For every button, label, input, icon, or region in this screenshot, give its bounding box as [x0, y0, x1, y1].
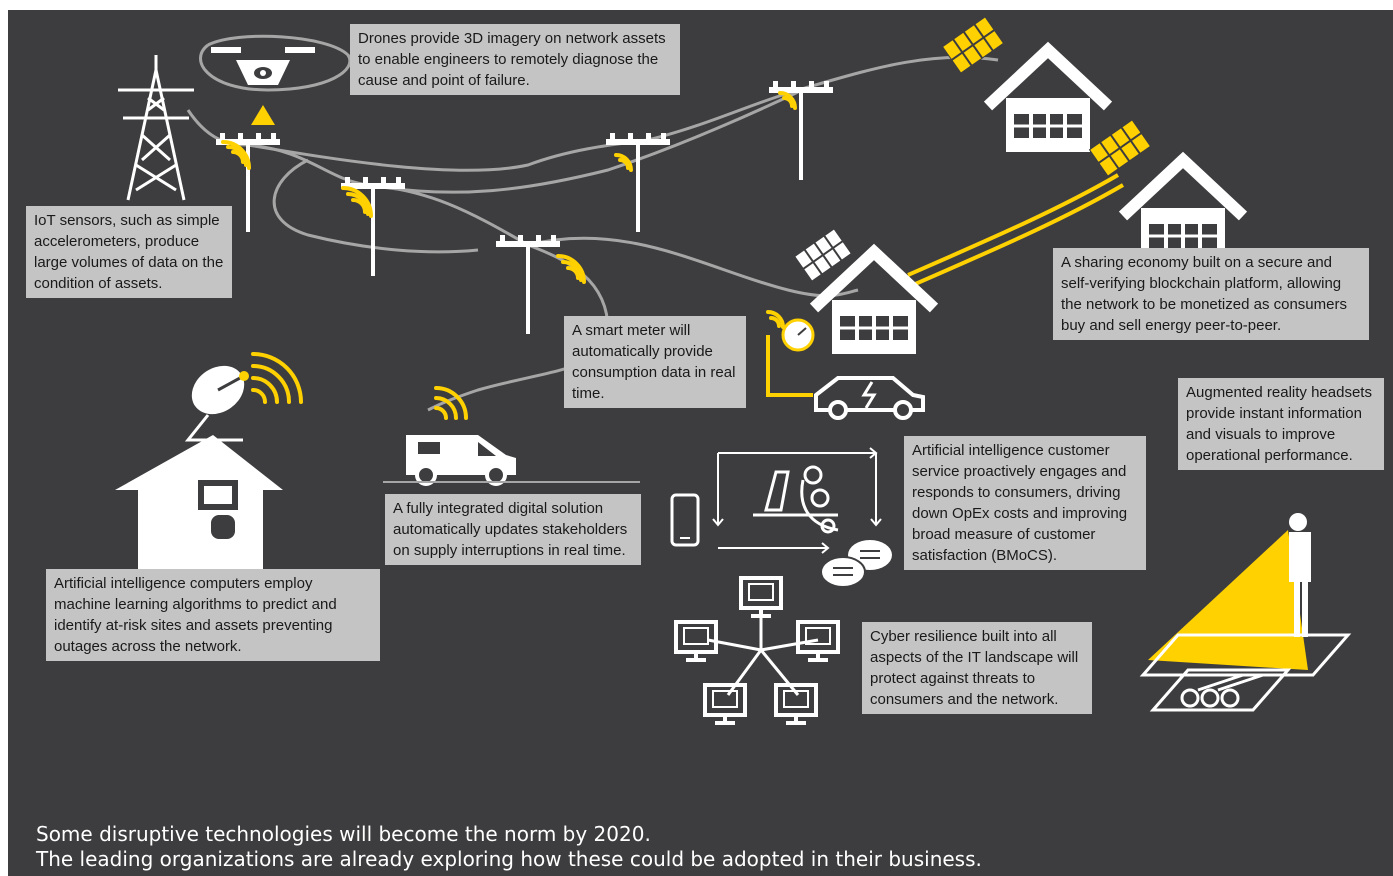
- footer-line-2: The leading organizations are already ex…: [36, 847, 982, 871]
- mobile-phone-icon: [670, 493, 700, 547]
- augmented-reality-callout-text: Augmented reality headsets provide insta…: [1186, 384, 1372, 464]
- ai-computers-callout: Artificial intelligence computers employ…: [46, 569, 380, 661]
- drones-callout: Drones provide 3D imagery on network ass…: [350, 24, 680, 95]
- iot-sensors-callout: IoT sensors, such as simple acceleromete…: [26, 206, 232, 298]
- satellite-dish-icon: [184, 365, 249, 442]
- drone-icon: [211, 47, 315, 125]
- energy-sharing-lines: [766, 173, 1125, 397]
- ai-customer-service-callout: Artificial intelligence customer service…: [904, 436, 1146, 570]
- footer-caption: Some disruptive technologies will become…: [36, 822, 982, 872]
- augmented-reality-callout: Augmented reality headsets provide insta…: [1178, 378, 1384, 470]
- wireless-signal-icon: [221, 91, 797, 420]
- computer-network-icon: [674, 576, 840, 725]
- customer-service-agent-icon: [753, 465, 839, 534]
- drones-callout-text: Drones provide 3D imagery on network ass…: [358, 30, 666, 89]
- customer-service-flow-icon: [712, 447, 882, 554]
- digital-solution-callout-text: A fully integrated digital solution auto…: [393, 500, 628, 559]
- transmission-tower-icon: [118, 55, 194, 201]
- van-icon: [406, 435, 516, 486]
- infographic-canvas: Drones provide 3D imagery on network ass…: [8, 10, 1393, 876]
- utility-pole-icon: [604, 131, 672, 234]
- smart-meter-callout-text: A smart meter will automatically provide…: [572, 322, 736, 402]
- digital-solution-callout: A fully integrated digital solution auto…: [385, 494, 641, 565]
- infographic-illustration: [115, 15, 1352, 725]
- underground-pipes-icon: [1139, 633, 1352, 712]
- ai-computers-callout-text: Artificial intelligence computers employ…: [54, 575, 337, 655]
- solar-panel-icon: [794, 228, 852, 282]
- iot-sensors-callout-text: IoT sensors, such as simple acceleromete…: [34, 212, 224, 292]
- cyber-resilience-callout: Cyber resilience built into all aspects …: [862, 622, 1092, 714]
- sharing-economy-callout-text: A sharing economy built on a secure and …: [1061, 254, 1347, 334]
- smart-meter-icon: [781, 318, 815, 352]
- solar-panel-icon: [1088, 118, 1152, 178]
- house-icon: [1123, 160, 1243, 262]
- cyber-resilience-callout-text: Cyber resilience built into all aspects …: [870, 628, 1079, 708]
- footer-line-1: Some disruptive technologies will become…: [36, 822, 651, 846]
- data-center-house-icon: [115, 435, 283, 590]
- utility-pole-icon: [339, 175, 407, 278]
- sharing-economy-callout: A sharing economy built on a secure and …: [1053, 248, 1369, 340]
- ai-customer-service-callout-text: Artificial intelligence customer service…: [912, 442, 1128, 564]
- house-icon: [988, 50, 1108, 152]
- ar-worker-icon: [1148, 513, 1311, 670]
- electric-car-icon: [814, 376, 925, 420]
- utility-pole-icon: [494, 233, 562, 336]
- chat-bubbles-icon: [820, 540, 892, 588]
- smart-meter-callout: A smart meter will automatically provide…: [564, 316, 746, 408]
- solar-panel-icon: [941, 15, 1005, 75]
